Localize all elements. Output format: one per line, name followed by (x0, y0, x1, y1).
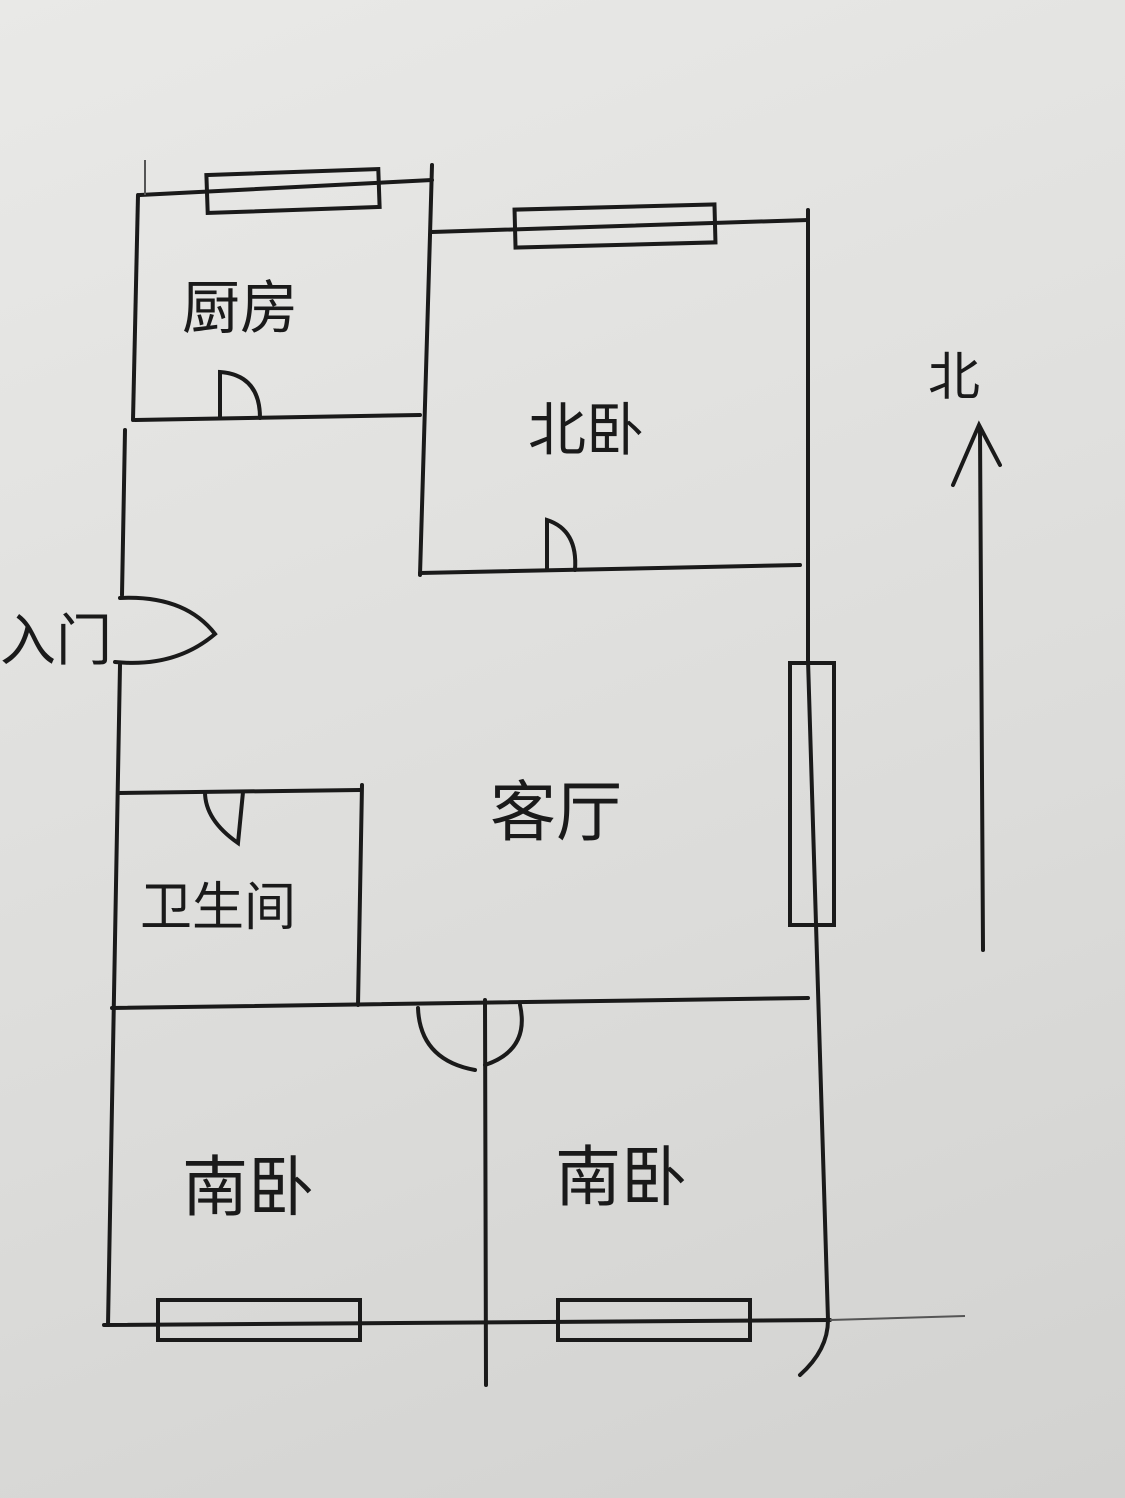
bathroom-label: 卫生间 (140, 878, 296, 938)
north-arrow-head (951, 420, 1002, 487)
north-bedroom-west-wall (418, 233, 432, 577)
bathroom-door (203, 790, 245, 847)
kitchen-door (218, 369, 262, 420)
north-bedroom-door (545, 517, 578, 572)
walls (102, 160, 966, 1387)
doors (113, 369, 830, 1377)
kitchen-label: 厨房 (182, 274, 298, 342)
west-wall-upper (120, 428, 127, 597)
entrance-label: 入门 (0, 609, 112, 674)
south-bedrooms-north-wall (110, 996, 810, 1010)
north-arrow: 北 (928, 348, 1002, 952)
kitchen-south-wall (133, 413, 422, 422)
balcony-door (798, 1318, 830, 1377)
kitchen-west-wall (131, 193, 140, 422)
south-bedroom-2-door (483, 1003, 524, 1067)
south-bedrooms-divider (483, 998, 488, 1387)
kitchen-north-wall (138, 178, 434, 197)
north-bedroom-label: 北卧 (528, 396, 644, 464)
kitchen-east-wall (428, 163, 434, 237)
south-wall (102, 1318, 832, 1327)
north-label: 北 (928, 348, 980, 408)
south-wall-extension (829, 1315, 966, 1321)
kitchen-window (204, 166, 382, 216)
south-bedroom-2-window (556, 1298, 752, 1342)
south-bedroom-2-label: 南卧 (555, 1139, 687, 1216)
south-bedroom-1-label: 南卧 (182, 1149, 314, 1226)
north-bedroom-north-wall (430, 218, 810, 234)
windows (156, 166, 836, 1342)
north-arrow-shaft (978, 428, 985, 952)
west-wall-lower (106, 663, 122, 1327)
living-room-window (788, 661, 836, 927)
living-room-label: 客厅 (490, 774, 622, 851)
entrance-door (113, 595, 218, 665)
bathroom-north-wall (116, 788, 362, 795)
north-bedroom-south-wall (418, 563, 802, 575)
north-bedroom-window (512, 202, 718, 250)
south-bedroom-1-door (416, 1006, 477, 1072)
south-bedroom-1-window (156, 1298, 362, 1342)
bathroom-east-wall (356, 783, 364, 1007)
east-wall-lower (806, 658, 830, 1322)
